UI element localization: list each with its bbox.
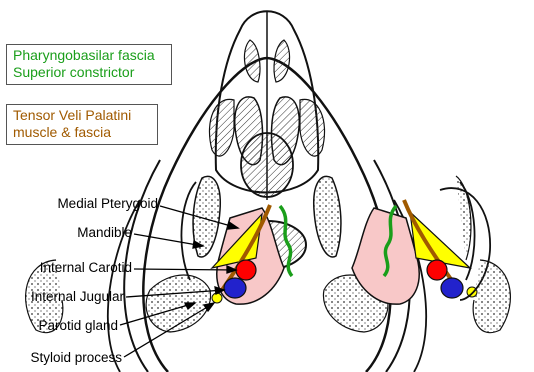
label-mandible: Mandible (0, 225, 132, 240)
left-internal-jugular (224, 278, 246, 298)
right-internal-jugular (441, 278, 463, 298)
legend-brown-line-1: Tensor Veli Palatini (13, 107, 151, 124)
legend-green-line-1: Pharyngobasilar fascia (13, 47, 165, 64)
left-internal-carotid (236, 260, 256, 280)
left-parotid-region (146, 275, 210, 332)
right-internal-carotid (427, 260, 447, 280)
right-mandible (314, 176, 341, 257)
legend-pharyngobasilar: Pharyngobasilar fascia Superior constric… (6, 44, 172, 85)
label-styloid-process: Styloid process (0, 350, 122, 365)
label-parotid-gland: Parotid gland (0, 318, 118, 333)
central-hatched-body (241, 133, 293, 197)
left-styloid (212, 293, 222, 303)
legend-green-line-2: Superior constrictor (13, 64, 165, 81)
label-internal-carotid: Internal Carotid (0, 260, 132, 275)
leader-mandible (134, 234, 203, 246)
legend-brown-line-2: muscle & fascia (13, 124, 151, 141)
label-medial-pterygoid: Medial Pterygoid (8, 196, 158, 211)
legend-tensor-veli-palatini: Tensor Veli Palatini muscle & fascia (6, 104, 158, 145)
label-internal-jugular: Internal Jugular (0, 289, 124, 304)
